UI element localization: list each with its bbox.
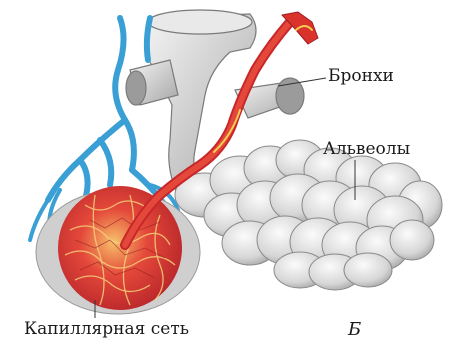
alveoli-cluster bbox=[175, 140, 442, 290]
label-alveoli: Альвеолы bbox=[323, 141, 410, 158]
label-capillary-net: Капиллярная сеть bbox=[24, 321, 189, 338]
label-bronchi: Бронхи bbox=[328, 68, 394, 85]
panel-letter: Б bbox=[348, 321, 361, 339]
